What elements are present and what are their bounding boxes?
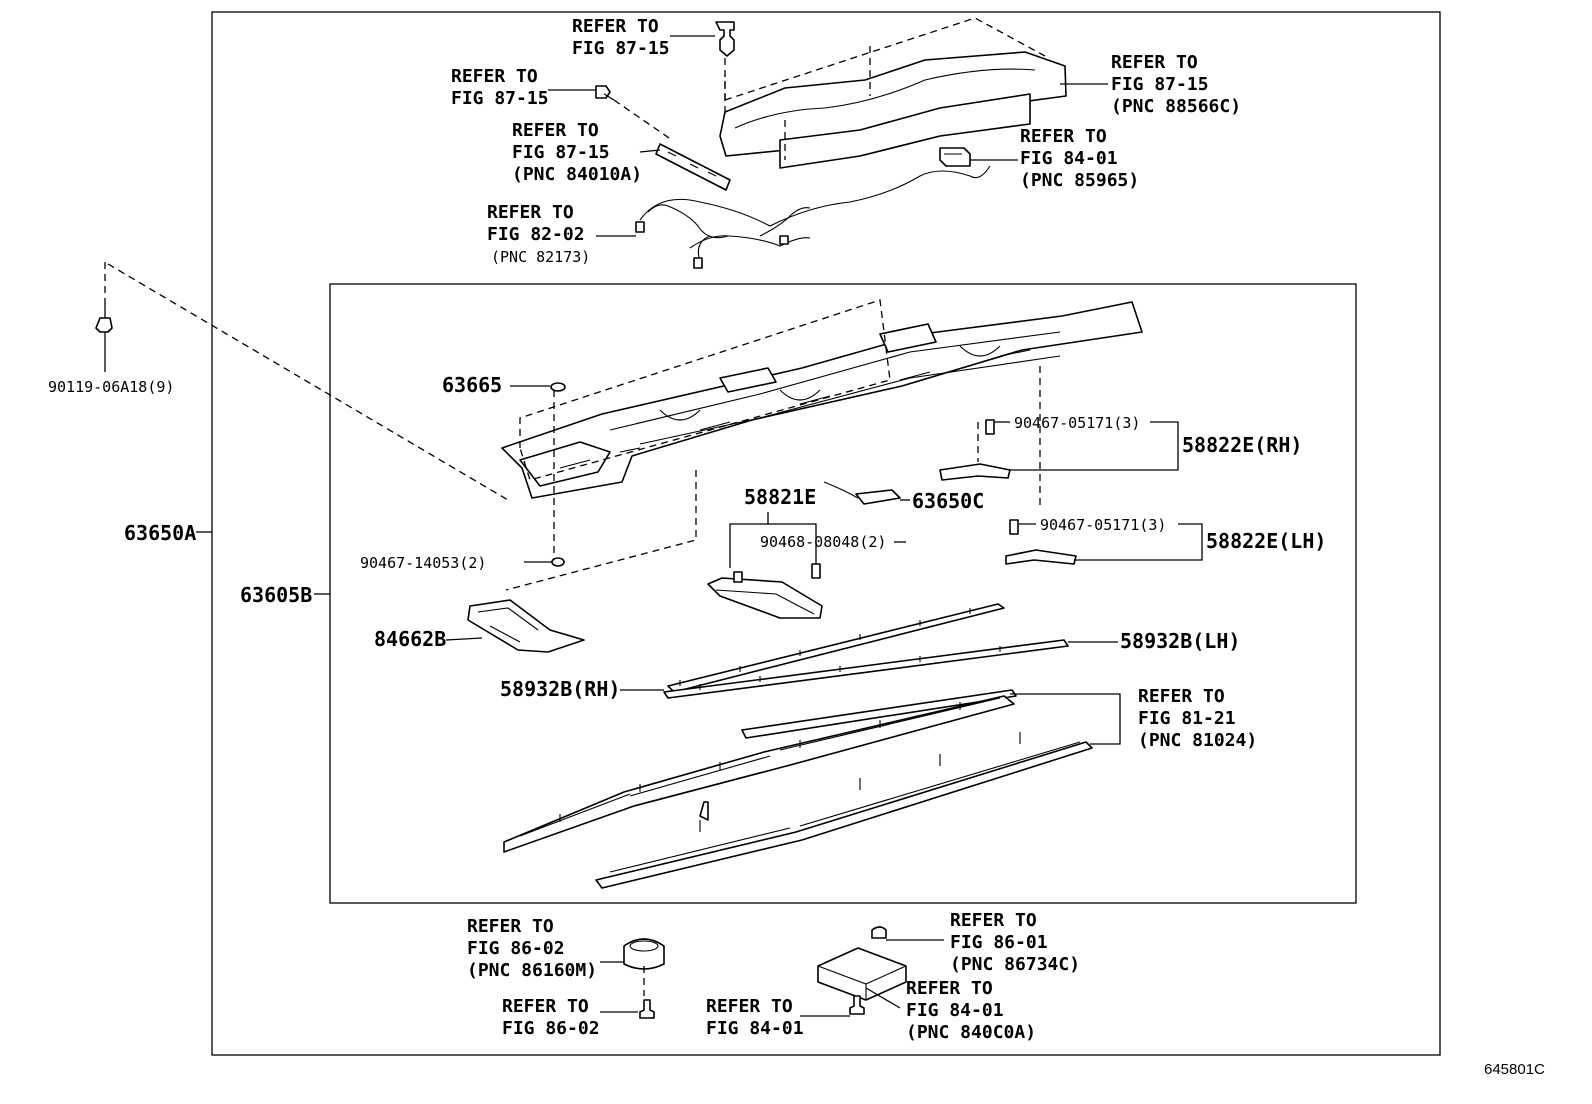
bracket-58822e-lh-icon bbox=[1005, 519, 1203, 565]
callout-line: (PNC 86160M) bbox=[467, 960, 597, 981]
callout-line: FIG 87-15 bbox=[1111, 74, 1209, 95]
part-number-90119: 90119-06A18(9) bbox=[48, 378, 174, 396]
callout-line: REFER TO bbox=[1111, 52, 1198, 73]
callout-line: (PNC 85965) bbox=[1020, 170, 1139, 191]
callout-line: FIG 87-15 bbox=[512, 142, 610, 163]
callout-line: REFER TO bbox=[451, 66, 538, 87]
strip-58932b-rh-icon bbox=[620, 639, 1118, 699]
callout-screw-top: REFER TO FIG 87-15 bbox=[451, 66, 549, 109]
bracket-58822e-rh-icon bbox=[939, 419, 1179, 481]
callout-line: FIG 87-15 bbox=[451, 88, 549, 109]
callout-nut-86734c: REFER TO FIG 86-01 (PNC 86734C) bbox=[950, 910, 1080, 975]
bracket-58821e-icon bbox=[707, 512, 823, 619]
callout-line: (PNC 84010A) bbox=[512, 164, 642, 185]
callout-line: REFER TO bbox=[467, 916, 554, 937]
callout-bolt-86-02: REFER TO FIG 86-02 bbox=[502, 996, 600, 1039]
part-number-63650c: 63650C bbox=[912, 489, 984, 513]
roof-frame-icon bbox=[501, 299, 1143, 591]
roof-pad-icon bbox=[719, 17, 1108, 169]
part-number-58822e-lh: 58822E(LH) bbox=[1206, 529, 1326, 553]
bolt-84-01-icon bbox=[800, 995, 865, 1017]
part-number-84662b: 84662B bbox=[374, 627, 446, 651]
bracket-84662b-icon bbox=[445, 599, 585, 653]
callout-clip-top: REFER TO FIG 87-15 bbox=[572, 16, 670, 59]
callout-line: FIG 86-02 bbox=[467, 938, 565, 959]
callout-bolt-84-01: REFER TO FIG 84-01 bbox=[706, 996, 804, 1039]
part-number-63650a: 63650A bbox=[124, 521, 196, 545]
part-number-58822e-rh: 58822E(RH) bbox=[1182, 433, 1302, 457]
callout-line: REFER TO bbox=[950, 910, 1037, 931]
callout-line: REFER TO bbox=[572, 16, 659, 37]
callout-line: FIG 86-02 bbox=[502, 1018, 600, 1039]
part-number-58932b-rh: 58932B(RH) bbox=[500, 677, 620, 701]
part-number-90467-05171-lh: 90467-05171(3) bbox=[1040, 516, 1166, 534]
callout-line: (PNC 86734C) bbox=[950, 954, 1080, 975]
module-85965-icon bbox=[939, 147, 1018, 167]
part-number-58821e: 58821E bbox=[744, 485, 816, 509]
clip-90467-14053-icon bbox=[524, 557, 565, 567]
part-number-90468-08048: 90468-08048(2) bbox=[760, 533, 886, 551]
callout-line: REFER TO bbox=[706, 996, 793, 1017]
callout-line: REFER TO bbox=[1020, 126, 1107, 147]
callout-line: (PNC 840C0A) bbox=[906, 1022, 1036, 1043]
callout-module-85965: REFER TO FIG 84-01 (PNC 85965) bbox=[1020, 126, 1139, 191]
screw-top-icon bbox=[548, 85, 673, 141]
callout-line: FIG 81-21 bbox=[1138, 708, 1236, 729]
callout-line: FIG 82-02 bbox=[487, 224, 585, 245]
part-number-63605b: 63605B bbox=[240, 583, 312, 607]
callout-line: (PNC 82173) bbox=[491, 248, 590, 266]
callout-line: FIG 87-15 bbox=[572, 38, 670, 59]
callout-line: REFER TO bbox=[1138, 686, 1225, 707]
callout-line: REFER TO bbox=[512, 120, 599, 141]
speaker-86160m-icon bbox=[600, 938, 665, 996]
callout-pad-top: REFER TO FIG 87-15 (PNC 88566C) bbox=[1111, 52, 1241, 117]
callout-harness-82173: REFER TO FIG 82-02 (PNC 82173) bbox=[487, 202, 590, 266]
bolt-90119-icon bbox=[95, 262, 509, 501]
part-number-63665: 63665 bbox=[442, 373, 502, 397]
ecu-840c0a-icon bbox=[817, 926, 944, 1009]
part-number-90467-14053: 90467-14053(2) bbox=[360, 554, 486, 572]
rail-81024-icon bbox=[503, 689, 1121, 889]
callout-line: REFER TO bbox=[906, 978, 993, 999]
bolt-86-02-icon bbox=[600, 999, 655, 1019]
clip-63665-icon bbox=[510, 382, 566, 392]
callout-line: FIG 84-01 bbox=[706, 1018, 804, 1039]
callout-speaker-86160m: REFER TO FIG 86-02 (PNC 86160M) bbox=[467, 916, 597, 981]
lamp-63650c-icon bbox=[823, 481, 910, 505]
callout-line: FIG 84-01 bbox=[906, 1000, 1004, 1021]
strip-58932b-lh-icon bbox=[667, 603, 1005, 693]
part-number-90467-05171-rh: 90467-05171(3) bbox=[1014, 414, 1140, 432]
callout-ecu-840c0a: REFER TO FIG 84-01 (PNC 840C0A) bbox=[906, 978, 1036, 1043]
outer-frame bbox=[211, 11, 1441, 1056]
callout-bracket-84010a: REFER TO FIG 87-15 (PNC 84010A) bbox=[512, 120, 642, 185]
callout-rail-81024: REFER TO FIG 81-21 (PNC 81024) bbox=[1138, 686, 1257, 751]
callout-line: FIG 84-01 bbox=[1020, 148, 1118, 169]
callout-line: REFER TO bbox=[502, 996, 589, 1017]
callout-line: REFER TO bbox=[487, 202, 574, 223]
callout-line: (PNC 88566C) bbox=[1111, 96, 1241, 117]
figure-id: 645801C bbox=[1484, 1061, 1545, 1078]
harness-82173-icon bbox=[596, 165, 991, 269]
callout-line: FIG 86-01 bbox=[950, 932, 1048, 953]
part-number-58932b-lh: 58932B(LH) bbox=[1120, 629, 1240, 653]
callout-line: (PNC 81024) bbox=[1138, 730, 1257, 751]
bracket-84010a-icon bbox=[639, 143, 731, 191]
